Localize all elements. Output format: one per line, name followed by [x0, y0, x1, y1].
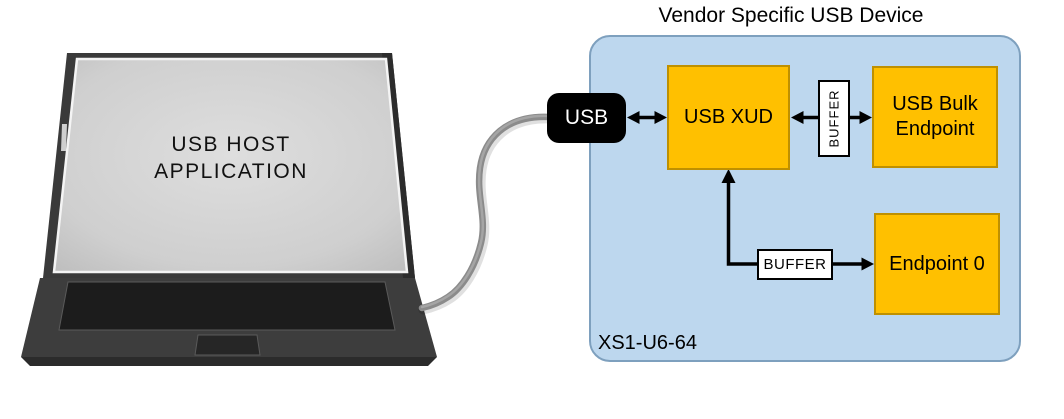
laptop-base-lip — [21, 357, 437, 366]
device-title: Vendor Specific USB Device — [658, 4, 924, 27]
usb-plug: USB — [547, 93, 626, 143]
buffer-box-horizontal: BUFFER — [757, 249, 833, 280]
host-application-label: USB HOST APPLICATION — [105, 131, 357, 185]
block-endpoint-0: Endpoint 0 — [874, 213, 1000, 315]
host-application-label-line2: APPLICATION — [154, 160, 308, 183]
laptop-touchpad — [194, 334, 261, 356]
block-usb-xud: USB XUD — [667, 65, 790, 170]
laptop-base — [21, 278, 437, 357]
block-usb-bulk-endpoint: USB Bulk Endpoint — [872, 66, 998, 168]
block-usb-bulk-endpoint-label: USB Bulk Endpoint — [892, 93, 978, 140]
host-application-label-line1: USB HOST — [171, 133, 291, 156]
buffer-box-vertical: BUFFER — [818, 80, 850, 157]
block-endpoint-0-label: Endpoint 0 — [889, 252, 985, 275]
buffer-box-vertical-label: BUFFER — [826, 89, 842, 148]
laptop-hinge-highlight — [61, 124, 67, 151]
usb-cable — [418, 113, 556, 315]
laptop-screen-bezel-right-shade — [382, 53, 415, 278]
usb-plug-label: USB — [564, 106, 609, 129]
chip-name-label: XS1-U6-64 — [598, 332, 697, 354]
block-usb-xud-label: USB XUD — [684, 106, 773, 128]
laptop-illustration — [21, 53, 437, 366]
laptop-keyboard — [58, 281, 396, 331]
buffer-box-horizontal-label: BUFFER — [763, 256, 827, 273]
